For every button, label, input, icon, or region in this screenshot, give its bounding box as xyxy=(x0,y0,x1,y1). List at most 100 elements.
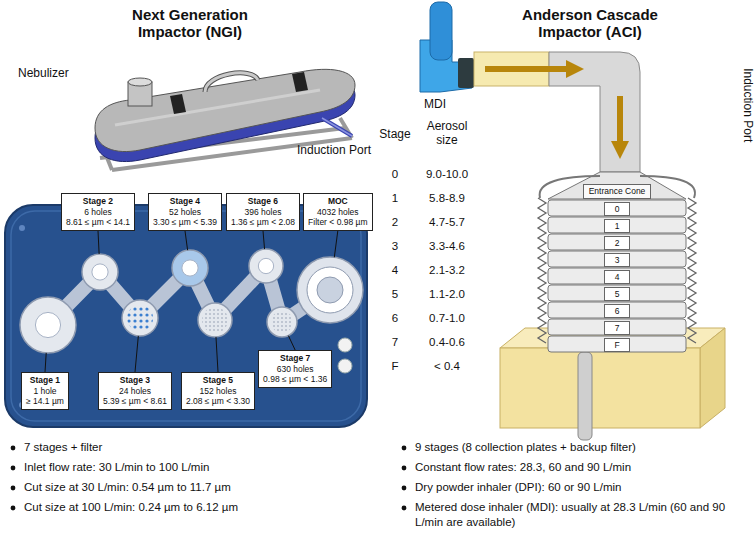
table-cell: 5.8-8.9 xyxy=(429,192,465,206)
node-text: 396 holes xyxy=(231,207,295,218)
spring xyxy=(538,198,546,343)
bullet-dot xyxy=(402,466,407,471)
stage-plate xyxy=(548,268,686,284)
node-heading: Stage 2 xyxy=(66,196,130,207)
table-cell: 2.1-3.2 xyxy=(429,264,465,278)
collection-cup xyxy=(249,249,283,283)
table-cell: 2 xyxy=(392,216,398,230)
table-cell: 3.3-4.6 xyxy=(429,240,465,254)
part-label: Nebulizer xyxy=(18,66,69,80)
leader-line xyxy=(135,336,138,372)
node-text: 1 hole xyxy=(26,386,64,397)
table-header: Stage xyxy=(379,127,410,141)
stage-number-box: 4 xyxy=(604,270,630,284)
table-cell: 7 xyxy=(392,336,398,350)
stage-callout: Stage 7630 holes0.98 ≤ µm < 1.36 xyxy=(258,350,332,388)
stage-plate xyxy=(548,336,686,352)
node-text: 6 holes xyxy=(66,207,130,218)
node-heading: 3 xyxy=(609,254,625,266)
stage-callout: Stage 324 holes5.39 ≤ µm < 8.61 xyxy=(98,372,172,410)
leader-line xyxy=(185,231,188,250)
mdi-inhaler xyxy=(420,2,474,92)
table-cell: 1.1-2.0 xyxy=(429,288,465,302)
stage-number-box: 3 xyxy=(604,253,630,267)
table-cell: F xyxy=(391,360,398,374)
bullet-text: Inlet flow rate: 30 L/min to 100 L/min xyxy=(24,460,209,475)
bullet-text: 9 stages (8 collection plates + backup f… xyxy=(415,440,636,455)
spring xyxy=(688,198,696,343)
stage-plate xyxy=(548,234,686,250)
stage-number-box: 0 xyxy=(604,202,630,216)
table-cell: 4.7-5.7 xyxy=(429,216,465,230)
node-heading: 0 xyxy=(609,203,625,215)
collection-cup xyxy=(20,297,76,353)
collection-cup xyxy=(267,307,297,337)
table-cell: 1 xyxy=(392,192,398,206)
node-heading: Stage 3 xyxy=(103,375,167,386)
aci-stack xyxy=(538,172,696,352)
node-text: 5.39 ≤ µm < 8.61 xyxy=(103,396,167,407)
leader-line xyxy=(334,231,337,257)
bullet-text: Dry powder inhaler (DPI): 60 or 90 L/min xyxy=(415,480,621,495)
bullet-dot xyxy=(11,466,16,471)
diagram-heading: Anderson Cascade Impactor (ACI) xyxy=(514,6,666,41)
part-label: Induction Port xyxy=(741,68,755,142)
ngi-tray xyxy=(5,205,367,427)
node-heading: MOC xyxy=(308,196,367,207)
aci-base xyxy=(500,328,725,440)
node-text: 52 holes xyxy=(153,207,217,218)
node-heading: 6 xyxy=(609,305,625,317)
bullet-text: Metered dose inhaler (MDI): usually at 2… xyxy=(415,500,737,530)
part-label: Induction Port xyxy=(297,143,371,157)
diagram-heading: Next Generation Impactor (NGI) xyxy=(120,6,260,41)
stage-plate xyxy=(548,217,686,233)
bullet-dot xyxy=(402,486,407,491)
table-cell: 0.7-1.0 xyxy=(429,312,465,326)
node-heading: Stage 7 xyxy=(263,353,327,364)
stage-number-box: 7 xyxy=(604,321,630,335)
bullet-dot xyxy=(402,506,407,511)
table-cell: 0 xyxy=(392,168,398,182)
bullet-dot xyxy=(11,486,16,491)
stage-number-box: F xyxy=(604,338,630,352)
stage-callout: Stage 5152 holes2.08 ≤ µm < 3.30 xyxy=(181,372,255,410)
stage-plate xyxy=(548,302,686,318)
node-text: 2.08 ≤ µm < 3.30 xyxy=(186,396,250,407)
node-text: ≥ 14.1 µm xyxy=(26,396,64,407)
node-text: 630 holes xyxy=(263,364,327,375)
leader-line xyxy=(45,353,46,372)
table-cell: 5 xyxy=(392,288,398,302)
leader-line xyxy=(216,337,218,372)
table-cell: 4 xyxy=(392,264,398,278)
stage-plate xyxy=(548,285,686,301)
stage-callout: Stage 26 holes8.61 ≤ µm < 14.1 xyxy=(61,193,135,231)
node-heading: 1 xyxy=(609,220,625,232)
node-text: 4032 holes xyxy=(308,207,367,218)
stage-callout: MOC4032 holesFilter < 0.98 µm xyxy=(303,193,372,231)
stage-plate xyxy=(548,200,686,216)
stage-number-box: 1 xyxy=(604,219,630,233)
induction-port xyxy=(474,52,640,172)
node-heading: 5 xyxy=(609,288,625,300)
node-text: 1.36 ≤ µm < 2.08 xyxy=(231,217,295,228)
collection-cup xyxy=(172,250,208,286)
stage-callout: Stage 452 holes3.30 ≤ µm < 5.39 xyxy=(148,193,222,231)
node-text: 24 holes xyxy=(103,386,167,397)
node-heading: Stage 4 xyxy=(153,196,217,207)
node-text: 8.61 ≤ µm < 14.1 xyxy=(66,217,130,228)
stage-plate xyxy=(548,251,686,267)
node-heading: 4 xyxy=(609,271,625,283)
node-heading: Stage 5 xyxy=(186,375,250,386)
bullet-dot xyxy=(402,446,407,451)
node-text: Filter < 0.98 µm xyxy=(308,217,367,228)
stage-plate xyxy=(548,319,686,335)
stage-number-box: 5 xyxy=(604,287,630,301)
node-heading: Entrance Cone xyxy=(589,186,646,197)
node-heading: Stage 1 xyxy=(26,375,64,386)
collection-cup xyxy=(198,303,232,337)
bullet-text: Cut size at 100 L/min: 0.24 µm to 6.12 µ… xyxy=(24,500,238,515)
node-heading: 2 xyxy=(609,237,625,249)
table-cell: < 0.4 xyxy=(434,360,460,374)
bullet-dot xyxy=(11,506,16,511)
